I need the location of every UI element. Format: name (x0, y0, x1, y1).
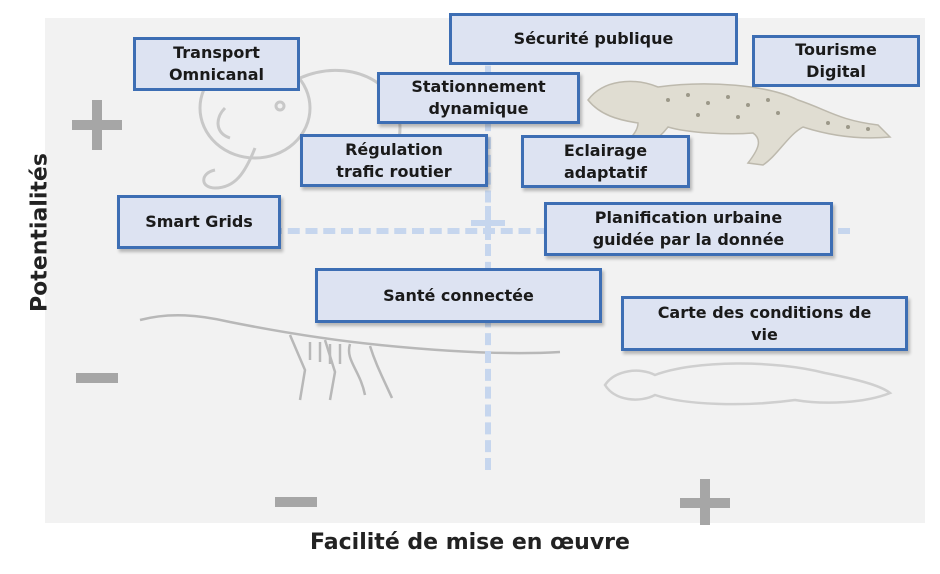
y-plus-sign (72, 100, 122, 150)
box-transport-omnicanal: Transport Omnicanal (133, 37, 300, 91)
box-smart-grids: Smart Grids (117, 195, 281, 249)
x-axis-title: Facilité de mise en œuvre (310, 530, 630, 555)
box-eclairage-adaptatif: Eclairage adaptatif (521, 135, 690, 188)
box-securite-publique: Sécurité publique (449, 13, 738, 65)
box-tourisme-digital: Tourisme Digital (752, 35, 920, 87)
x-plus-sign (680, 479, 730, 525)
x-minus-sign (275, 497, 317, 507)
y-minus-sign (76, 373, 118, 383)
box-regulation-trafic-routier: Régulation trafic routier (300, 134, 488, 187)
vertical-axis-line (485, 30, 491, 470)
box-carte-conditions-vie: Carte des conditions de vie (621, 296, 908, 351)
box-planification-urbaine: Planification urbaine guidée par la donn… (544, 202, 833, 256)
box-sante-connectee: Santé connectée (315, 268, 602, 323)
box-stationnement-dynamique: Stationnement dynamique (377, 72, 580, 124)
platypus-icon (603, 362, 893, 406)
y-axis-title: Potentialités (27, 153, 53, 312)
axis-origin-cross (471, 206, 505, 240)
